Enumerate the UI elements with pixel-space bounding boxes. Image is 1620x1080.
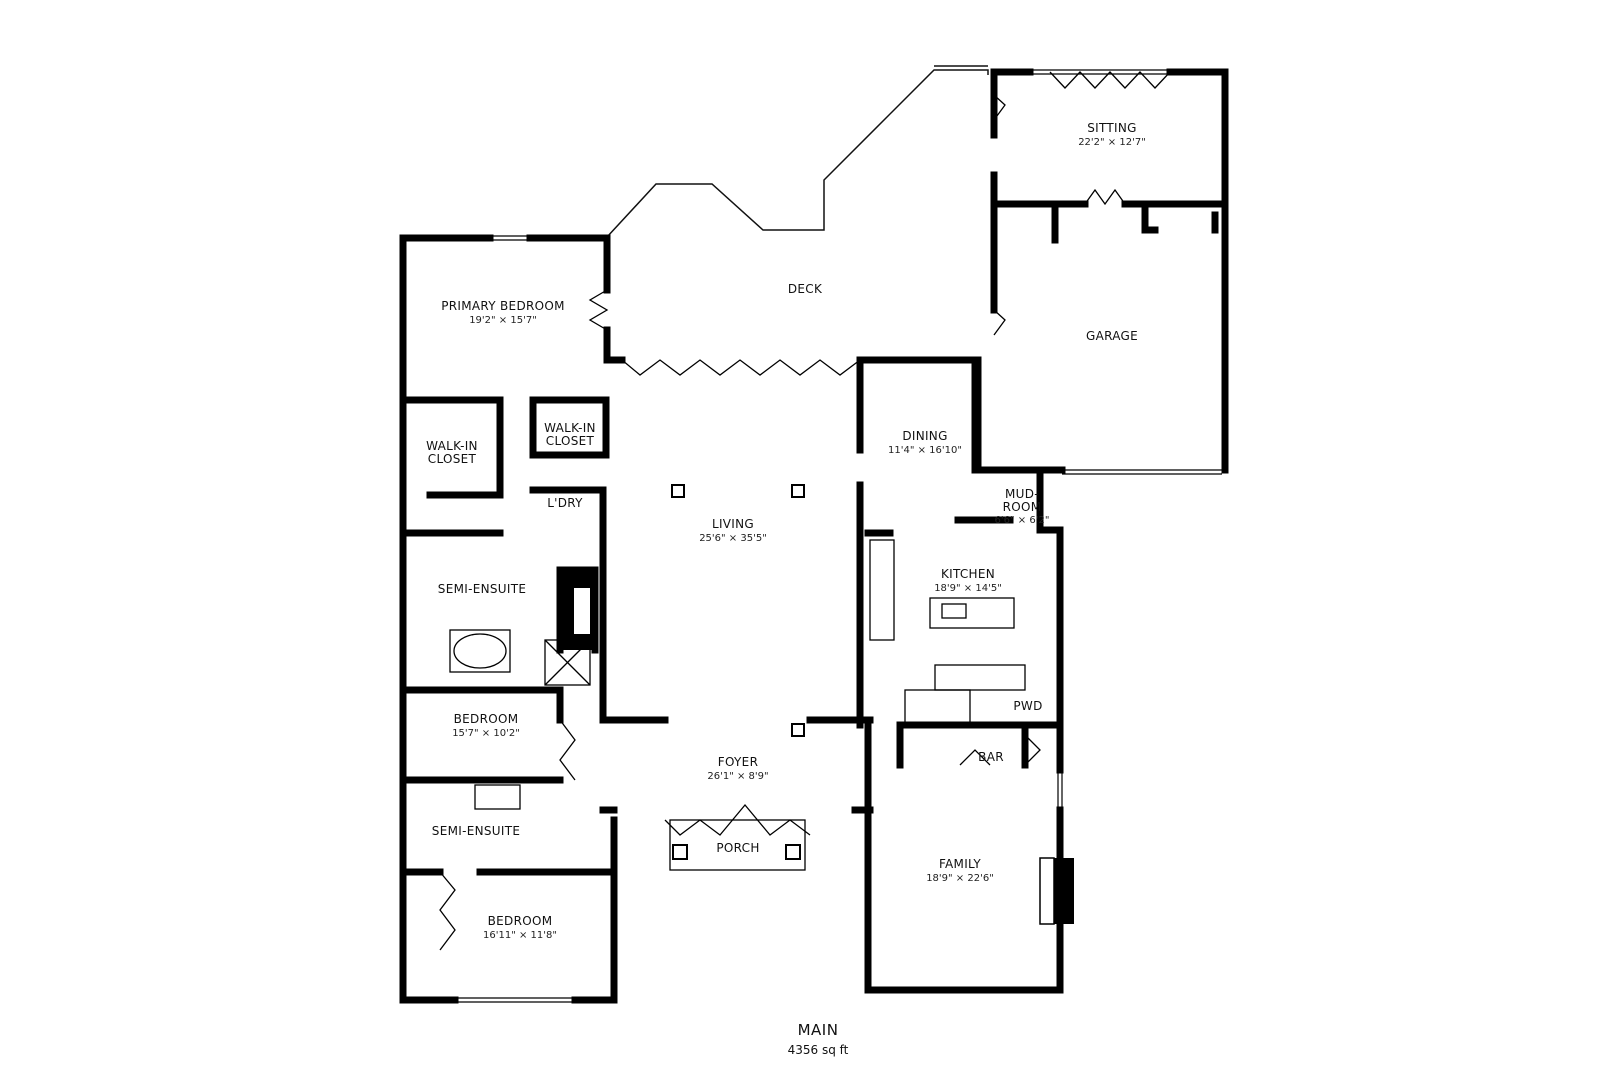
room-labels: SITTING 22'2" × 12'7" DECK GARAGE PRIMAR…: [426, 121, 1146, 941]
room-name2-walk-in-closet-right: CLOSET: [546, 434, 595, 448]
room-name-foyer: FOYER: [718, 755, 758, 769]
room-name-bar: BAR: [978, 750, 1004, 764]
porch-posts: [671, 484, 805, 860]
room-dims-bedroom-bottom: 16'11" × 11'8": [483, 930, 557, 941]
floor-area: 4356 sq ft: [788, 1043, 849, 1057]
room-dims-dining: 11'4" × 16'10": [888, 445, 962, 456]
room-name-mudroom: MUD-: [1005, 487, 1039, 501]
room-name-walk-in-closet-left: WALK-IN: [426, 439, 478, 453]
fixtures: [449, 539, 1026, 871]
room-dims-kitchen: 18'9" × 14'5": [934, 583, 1002, 594]
windows: [455, 69, 1222, 1003]
room-dims-primary-bedroom: 19'2" × 15'7": [469, 315, 537, 326]
room-name-garage: GARAGE: [1086, 329, 1138, 343]
room-name-sitting: SITTING: [1087, 121, 1137, 135]
fireplace-family: [1039, 857, 1074, 925]
room-name-bedroom-bottom: BEDROOM: [488, 914, 553, 928]
room-name-walk-in-closet-right: WALK-IN: [544, 421, 596, 435]
room-name-kitchen: KITCHEN: [941, 567, 995, 581]
room-name-living: LIVING: [712, 517, 754, 531]
doors: [439, 71, 1171, 951]
room-name-primary-bedroom: PRIMARY BEDROOM: [441, 299, 565, 313]
room-name-deck: DECK: [788, 282, 823, 296]
deck-outline: [606, 65, 989, 238]
room-dims-living: 25'6" × 35'5": [699, 533, 767, 544]
room-name-family: FAMILY: [939, 857, 981, 871]
room-dims-mudroom: 6'6" × 6'2": [995, 515, 1050, 526]
room-name-bedroom-middle: BEDROOM: [454, 712, 519, 726]
room-dims-bedroom-middle: 15'7" × 10'2": [452, 728, 520, 739]
room-dims-family: 18'9" × 22'6": [926, 873, 994, 884]
room-name-porch: PORCH: [716, 841, 759, 855]
room-name-semi-ensuite-bottom: SEMI-ENSUITE: [432, 824, 520, 838]
room-name-pwd: PWD: [1013, 699, 1042, 713]
room-name2-mudroom: ROOM: [1003, 500, 1042, 514]
room-name-laundry: L'DRY: [547, 496, 583, 510]
room-name-semi-ensuite-top: SEMI-ENSUITE: [438, 582, 526, 596]
room-dims-sitting: 22'2" × 12'7": [1078, 137, 1146, 148]
walls: [399, 68, 1229, 1004]
room-name2-walk-in-closet-left: CLOSET: [428, 452, 477, 466]
floor-name: MAIN: [798, 1021, 839, 1039]
room-dims-foyer: 26'1" × 8'9": [707, 771, 768, 782]
room-name-dining: DINING: [902, 429, 947, 443]
fireplace-living: [562, 572, 592, 650]
floor-summary: MAIN 4356 sq ft: [788, 1021, 849, 1057]
